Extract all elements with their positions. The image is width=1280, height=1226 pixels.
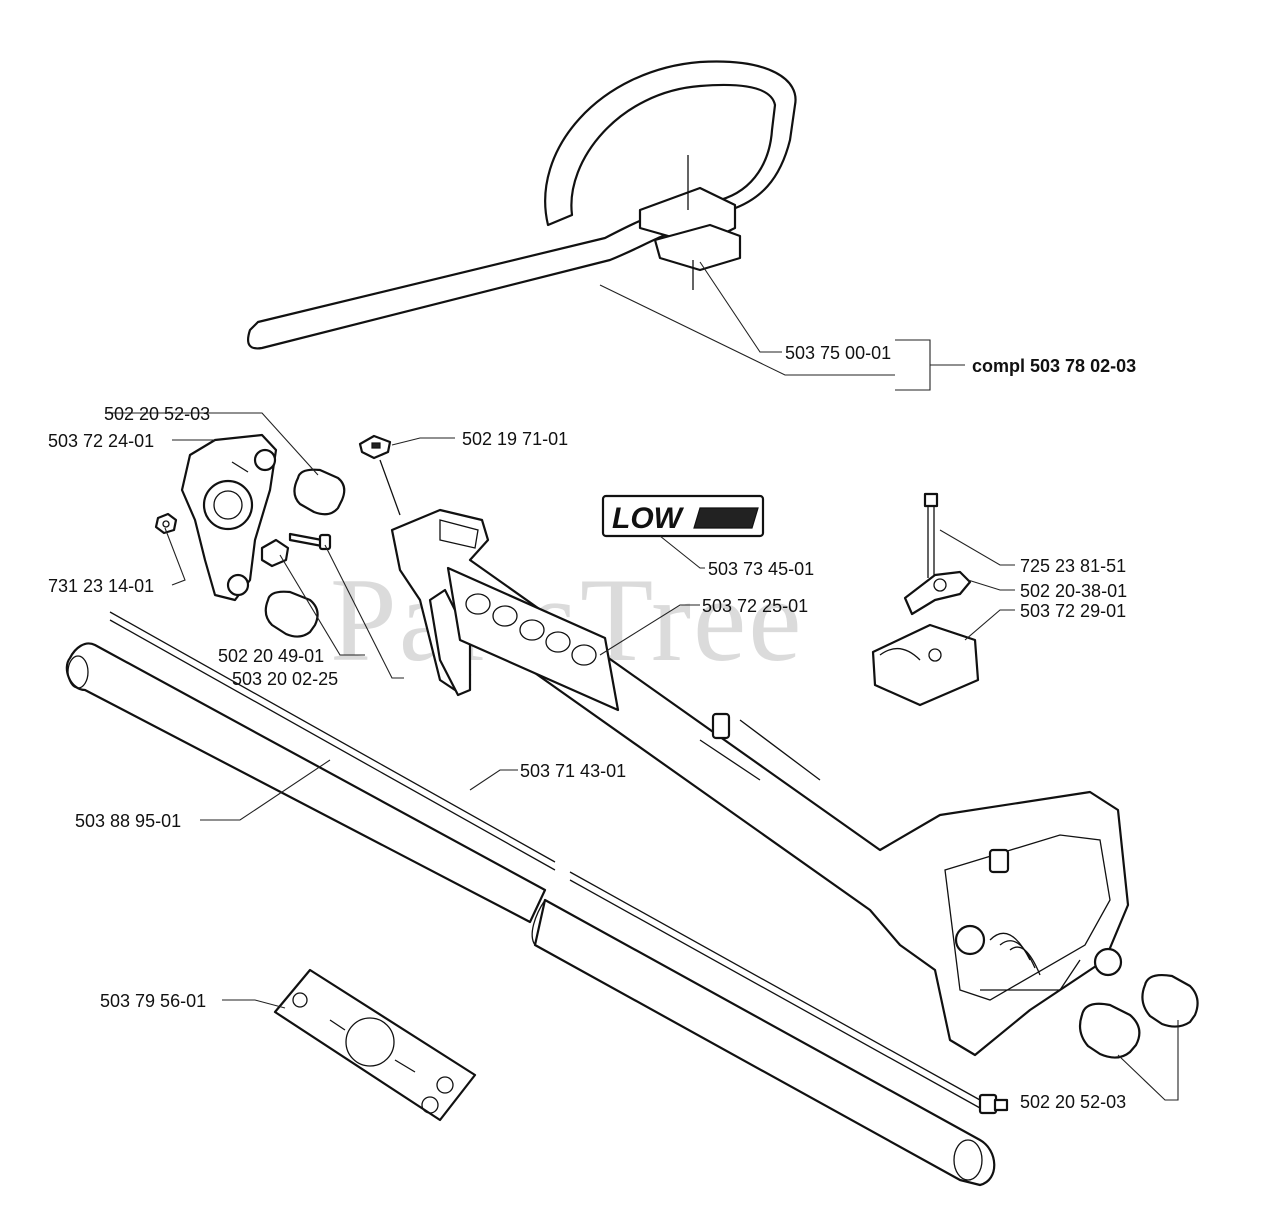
label-handle: 503 75 00-01 <box>785 343 891 363</box>
label-hex-nut: 731 23 14-01 <box>48 576 154 596</box>
loop-handle <box>246 60 797 350</box>
bearing-housing <box>180 433 278 602</box>
label-bolt: 725 23 81-51 <box>1020 556 1126 576</box>
hex-nut <box>154 512 178 535</box>
cap-top <box>293 468 346 516</box>
clamp <box>871 623 980 707</box>
knob <box>903 570 972 616</box>
label-clip: 502 20 49-01 <box>218 646 324 666</box>
label-drive-shaft: 503 71 43-01 <box>520 761 626 781</box>
low-decal: LOW <box>601 494 765 538</box>
guard-plate <box>446 566 620 712</box>
label-assembly: compl 503 78 02-03 <box>972 356 1136 376</box>
label-warning-decal: 503 79 56-01 <box>100 991 206 1011</box>
label-clamp: 503 72 29-01 <box>1020 601 1126 621</box>
label-small-nut: 502 19 71-01 <box>462 429 568 449</box>
label-guard: 503 72 25-01 <box>702 596 808 616</box>
label-cap-top: 502 20 52-03 <box>104 404 210 424</box>
drive-shaft <box>109 611 1009 1115</box>
cap-bottom-a <box>1078 1002 1141 1059</box>
label-decal-low: 503 73 45-01 <box>708 559 814 579</box>
cap-bottom-b <box>1141 973 1199 1028</box>
small-nut <box>358 434 392 460</box>
label-bearing-housing: 503 72 24-01 <box>48 431 154 451</box>
label-knob: 502 20-38-01 <box>1020 581 1127 601</box>
screw <box>288 532 332 551</box>
label-tube: 503 88 95-01 <box>75 811 181 831</box>
bolt <box>923 492 939 578</box>
warning-decal <box>273 968 477 1122</box>
label-screw: 503 20 02-25 <box>232 669 338 689</box>
cap-mid <box>264 590 319 638</box>
clip <box>260 538 290 568</box>
tube <box>65 642 996 1187</box>
label-cap-bottom: 502 20 52-03 <box>1020 1092 1126 1112</box>
low-logo: LOW <box>612 502 685 535</box>
